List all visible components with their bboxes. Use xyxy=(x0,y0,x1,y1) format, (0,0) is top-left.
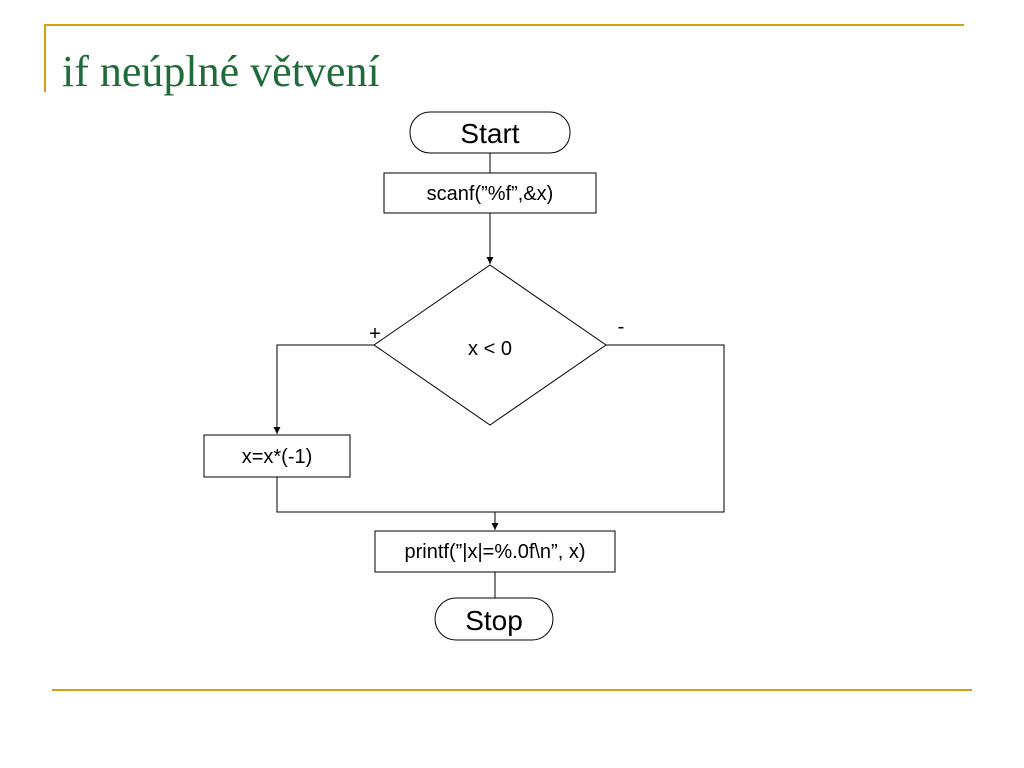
negate-process-box xyxy=(203,434,351,478)
stop-terminator xyxy=(434,597,554,641)
negate-label: x=x*(-1) xyxy=(242,446,313,468)
output-label: printf(”|x|=%.0f\n”, x) xyxy=(405,541,586,563)
start-label: Start xyxy=(460,118,519,149)
left-accent-line xyxy=(44,24,46,92)
stop-label: Stop xyxy=(465,605,523,636)
slide-title: if neúplné větvení xyxy=(62,47,380,96)
connector-true-branch xyxy=(273,344,374,434)
top-accent-line xyxy=(44,24,964,26)
output-process-box xyxy=(374,530,616,573)
condition-label: x < 0 xyxy=(468,338,512,360)
true-branch-label: + xyxy=(369,323,381,345)
false-branch-label: - xyxy=(618,316,625,338)
input-process-box xyxy=(383,172,597,214)
connector-negate-to-merge xyxy=(276,477,495,513)
start-terminator xyxy=(409,111,571,154)
input-label: scanf(”%f”,&x) xyxy=(427,183,554,205)
bottom-accent-line xyxy=(52,689,972,691)
condition-diamond xyxy=(373,264,607,426)
connector-false-branch xyxy=(495,344,725,513)
